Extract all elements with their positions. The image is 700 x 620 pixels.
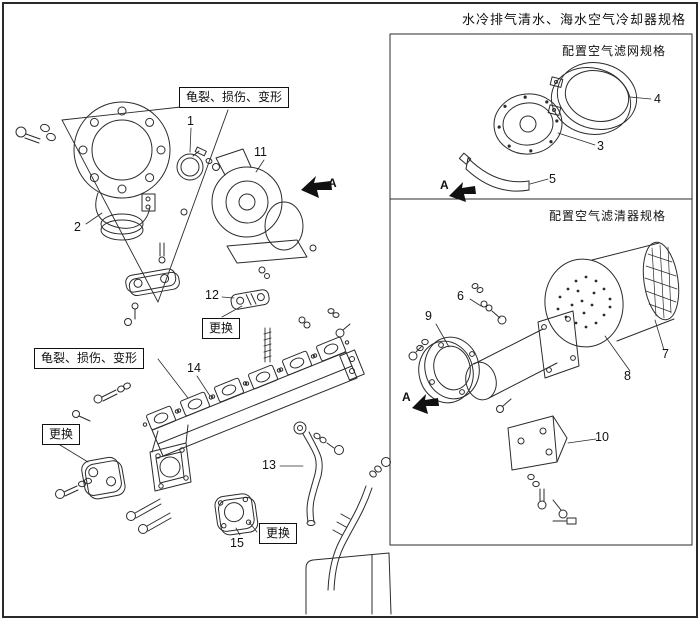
diffuser-plate-part8 — [556, 275, 612, 329]
part-label-5: 5 — [549, 172, 556, 186]
filter-bracket-part5 — [458, 152, 530, 192]
inset-title-air-cleaner: 配置空气滤清器规格 — [548, 209, 666, 223]
bracket-bolts — [124, 242, 166, 326]
part-label-1: 1 — [187, 114, 194, 128]
part-label-9: 9 — [425, 309, 432, 323]
inset-title-filter-screen: 配置空气滤网规格 — [561, 44, 666, 58]
bottom-component — [305, 552, 392, 615]
manifold-ports — [142, 336, 350, 431]
front-gasket — [81, 456, 126, 500]
callout-crack-damage-top: 龟裂、损伤、变形 — [179, 87, 290, 108]
gasket-part12 — [230, 289, 270, 310]
part-label-6: 6 — [457, 289, 464, 303]
part-label-4: 4 — [654, 92, 661, 106]
callout-replace-gasket12: 更换 — [202, 318, 241, 339]
part-label-2: 2 — [74, 220, 81, 234]
inlet-flange-part9 — [418, 336, 480, 404]
part-label-8: 8 — [624, 369, 631, 383]
part-label-3: 3 — [597, 139, 604, 153]
callout-leader-triangle — [61, 106, 229, 303]
bracket-plate — [125, 268, 180, 297]
part-label-14: 14 — [187, 361, 201, 375]
callout-replace-front-gasket: 更换 — [42, 424, 81, 445]
part-label-7: 7 — [662, 347, 669, 361]
hose-clamp-part1 — [176, 146, 207, 181]
gasket-part15 — [214, 493, 259, 536]
turbocharger-part11 — [211, 148, 317, 279]
mount-bracket-part10 — [507, 415, 568, 471]
leader-lines — [59, 96, 665, 536]
part-label-15: 15 — [230, 536, 244, 550]
bolt-hardware-manifold-left — [72, 382, 131, 422]
page-title: 水冷排气清水、海水空气冷却器规格 — [461, 12, 686, 27]
callout-crack-damage-manifold: 龟裂、损伤、变形 — [34, 348, 145, 369]
stud-bolt — [263, 327, 272, 363]
bolt-hardware-bottomleft — [55, 477, 172, 534]
air-cleaner-drum-part7 — [544, 241, 680, 348]
inset-panel-border — [389, 33, 693, 546]
vent-pipe — [327, 457, 391, 591]
view-a-arrow-main — [301, 176, 332, 198]
fastener-stack-left9 — [408, 338, 429, 361]
exhaust-manifold-part14 — [151, 349, 365, 457]
part-label-13: 13 — [262, 458, 276, 472]
part-label-10: 10 — [595, 430, 609, 444]
view-a-label-cleaner: A — [402, 390, 411, 404]
filter-screen-part3 — [493, 93, 563, 155]
manifold-front-outlet — [149, 424, 192, 492]
fastener-part6 — [471, 283, 507, 325]
view-a-arrow-cleaner — [412, 394, 439, 414]
bracket-fasteners — [496, 398, 577, 525]
view-a-label-filter: A — [440, 178, 449, 192]
filter-band-part4 — [547, 62, 638, 135]
drain-pipe-part13 — [293, 421, 344, 526]
view-a-arrow-filter — [449, 182, 476, 202]
view-a-label-main: A — [328, 176, 337, 190]
bolt-washer-hardware-topleft — [15, 123, 56, 144]
callout-replace-gasket15: 更换 — [259, 523, 298, 544]
part-label-12: 12 — [205, 288, 219, 302]
inlet-tube — [465, 328, 558, 401]
manifold-studs — [298, 308, 351, 338]
part-label-11: 11 — [254, 145, 267, 159]
